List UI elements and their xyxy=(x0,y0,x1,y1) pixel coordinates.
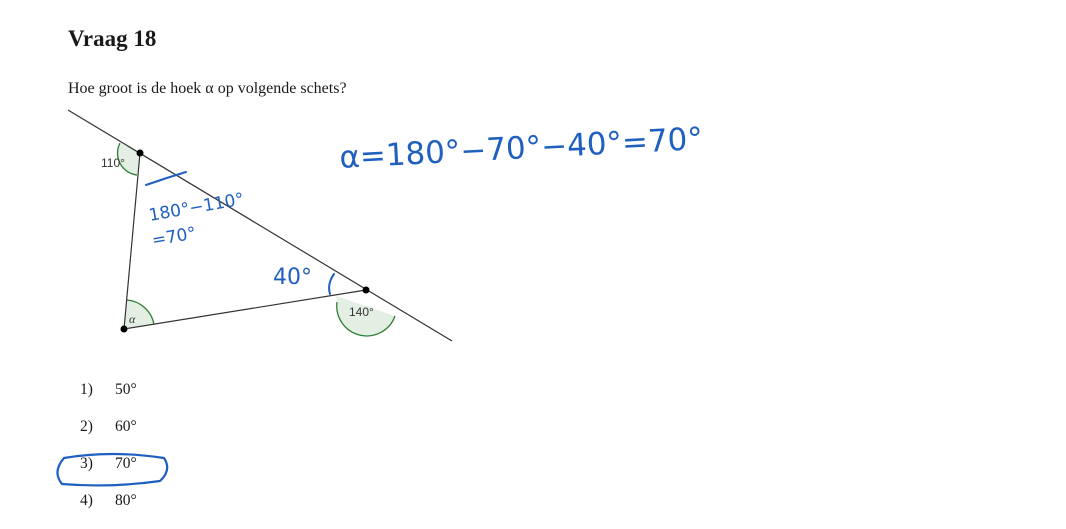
angle-label-alpha: α xyxy=(129,312,136,326)
handwritten-formula: α=180°−70°−40°=70° xyxy=(339,121,704,176)
ink-stroke-top xyxy=(145,171,187,186)
answer-number: 4) xyxy=(80,492,93,509)
long-line xyxy=(67,109,453,342)
answer-circle-highlight xyxy=(56,452,169,487)
handwritten-angle-note: 40° xyxy=(273,265,312,290)
answer-number: 3) xyxy=(80,455,93,472)
angle-arc-alpha xyxy=(126,299,155,325)
question-title: Vraag 18 xyxy=(68,26,157,51)
answer-number: 1) xyxy=(80,381,93,398)
angle-arc-top xyxy=(116,142,138,176)
angle-sector-alpha xyxy=(124,300,154,329)
vertex-alpha xyxy=(120,325,128,333)
answer-option-1[interactable]: 1) 50° xyxy=(80,381,137,418)
triangle-side-bottom xyxy=(123,289,367,330)
angle-label-top: 110° xyxy=(101,156,125,170)
angle-arc-right xyxy=(336,301,396,337)
answer-option-3[interactable]: 3) 70° xyxy=(80,455,137,492)
angle-label-right: 140° xyxy=(349,305,374,319)
angle-sector-right xyxy=(336,296,395,336)
question-text: Hoe groot is de hoek α op volgende schet… xyxy=(68,80,347,97)
answer-option-4[interactable]: 4) 80° xyxy=(80,492,137,529)
vertex-top xyxy=(136,149,144,157)
answer-value: 50° xyxy=(115,381,137,398)
answer-number: 2) xyxy=(80,418,93,435)
vertex-right xyxy=(362,286,370,294)
answer-list: 1) 50° 2) 60° 3) 70° 4) 80° xyxy=(80,381,137,529)
triangle-side-left xyxy=(123,152,141,330)
answer-value: 70° xyxy=(115,455,137,472)
handwritten-note-line2: =70° xyxy=(150,224,197,251)
answer-value: 60° xyxy=(115,418,137,435)
ink-stroke-right xyxy=(328,273,335,295)
answer-option-2[interactable]: 2) 60° xyxy=(80,418,137,455)
answer-value: 80° xyxy=(115,492,137,509)
handwritten-note-line1: 180°−110° xyxy=(147,190,245,226)
